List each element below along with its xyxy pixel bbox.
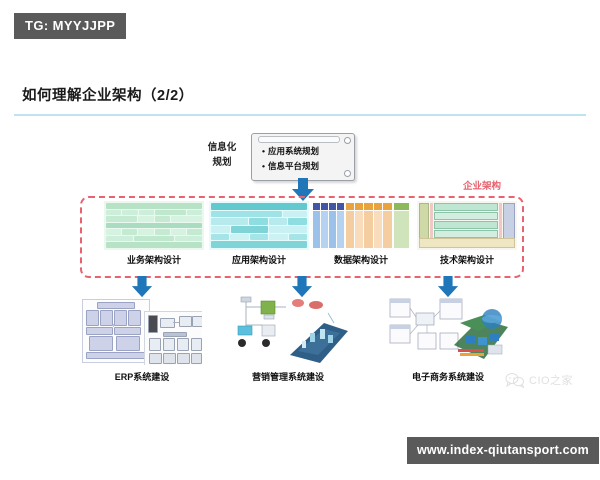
arrow-down-to-erp-system: [131, 276, 153, 298]
data-architecture-label: 数据架构设计: [333, 255, 388, 265]
system-item-marketing: 营销管理系统建设: [228, 293, 348, 383]
arrow-down-to-marketing-system: [291, 276, 313, 298]
cio-home-watermark-text: CIO之家: [529, 375, 574, 387]
planning-box: 应用系统规划 信息平台规划: [251, 133, 355, 181]
planning-side-label-line2: 规划: [212, 156, 232, 168]
application-architecture-label: 应用架构设计: [231, 255, 286, 265]
business-architecture-label: 业务架构设计: [126, 255, 181, 265]
system-item-ecommerce: 电子商务系统建设: [388, 293, 508, 383]
cio-home-watermark: CIO之家: [505, 372, 573, 388]
planning-box-knob-top: [344, 137, 351, 144]
marketing-system-label: 营销管理系统建设: [251, 372, 324, 382]
business-architecture-thumbnail: [104, 201, 204, 250]
architecture-item-application: 应用架构设计: [209, 201, 309, 266]
planning-item-1: 信息平台规划: [262, 159, 348, 174]
watermark-bottom-url: www.index-qiutansport.com: [407, 437, 599, 464]
system-item-erp: ERP系统建设: [82, 293, 202, 383]
architecture-item-business: 业务架构设计: [104, 201, 204, 266]
wechat-bubble-icon: [505, 373, 525, 388]
erp-system-label: ERP系统建设: [114, 372, 170, 382]
technology-architecture-label: 技术架构设计: [439, 255, 494, 265]
application-architecture-thumbnail: [209, 201, 309, 250]
planning-side-label-line1: 信息化: [207, 142, 237, 153]
planning-side-label: 信息化 规划: [196, 141, 248, 170]
planning-item-list: 应用系统规划 信息平台规划: [262, 144, 348, 174]
planning-box-tab: [258, 136, 340, 143]
planning-item-0: 应用系统规划: [262, 144, 348, 159]
marketing-system-illustration: [228, 293, 348, 365]
architecture-item-data: 数据架构设计: [311, 201, 411, 266]
ecommerce-system-illustration: [388, 293, 508, 365]
title-divider: [14, 114, 586, 116]
ecommerce-system-label: 电子商务系统建设: [411, 372, 484, 382]
architecture-item-technology: 技术架构设计: [417, 201, 517, 266]
arrow-down-planning-to-architecture: [291, 178, 315, 202]
erp-system-illustration: [82, 293, 202, 365]
arrow-down-to-ecommerce-system: [437, 276, 459, 298]
technology-architecture-thumbnail: [417, 201, 517, 250]
data-architecture-thumbnail: [311, 201, 411, 250]
enterprise-architecture-tag: 企业架构: [463, 181, 502, 192]
page-title: 如何理解企业架构（2/2）: [22, 88, 194, 104]
watermark-top-tag: TG: MYYJJPP: [14, 13, 127, 39]
